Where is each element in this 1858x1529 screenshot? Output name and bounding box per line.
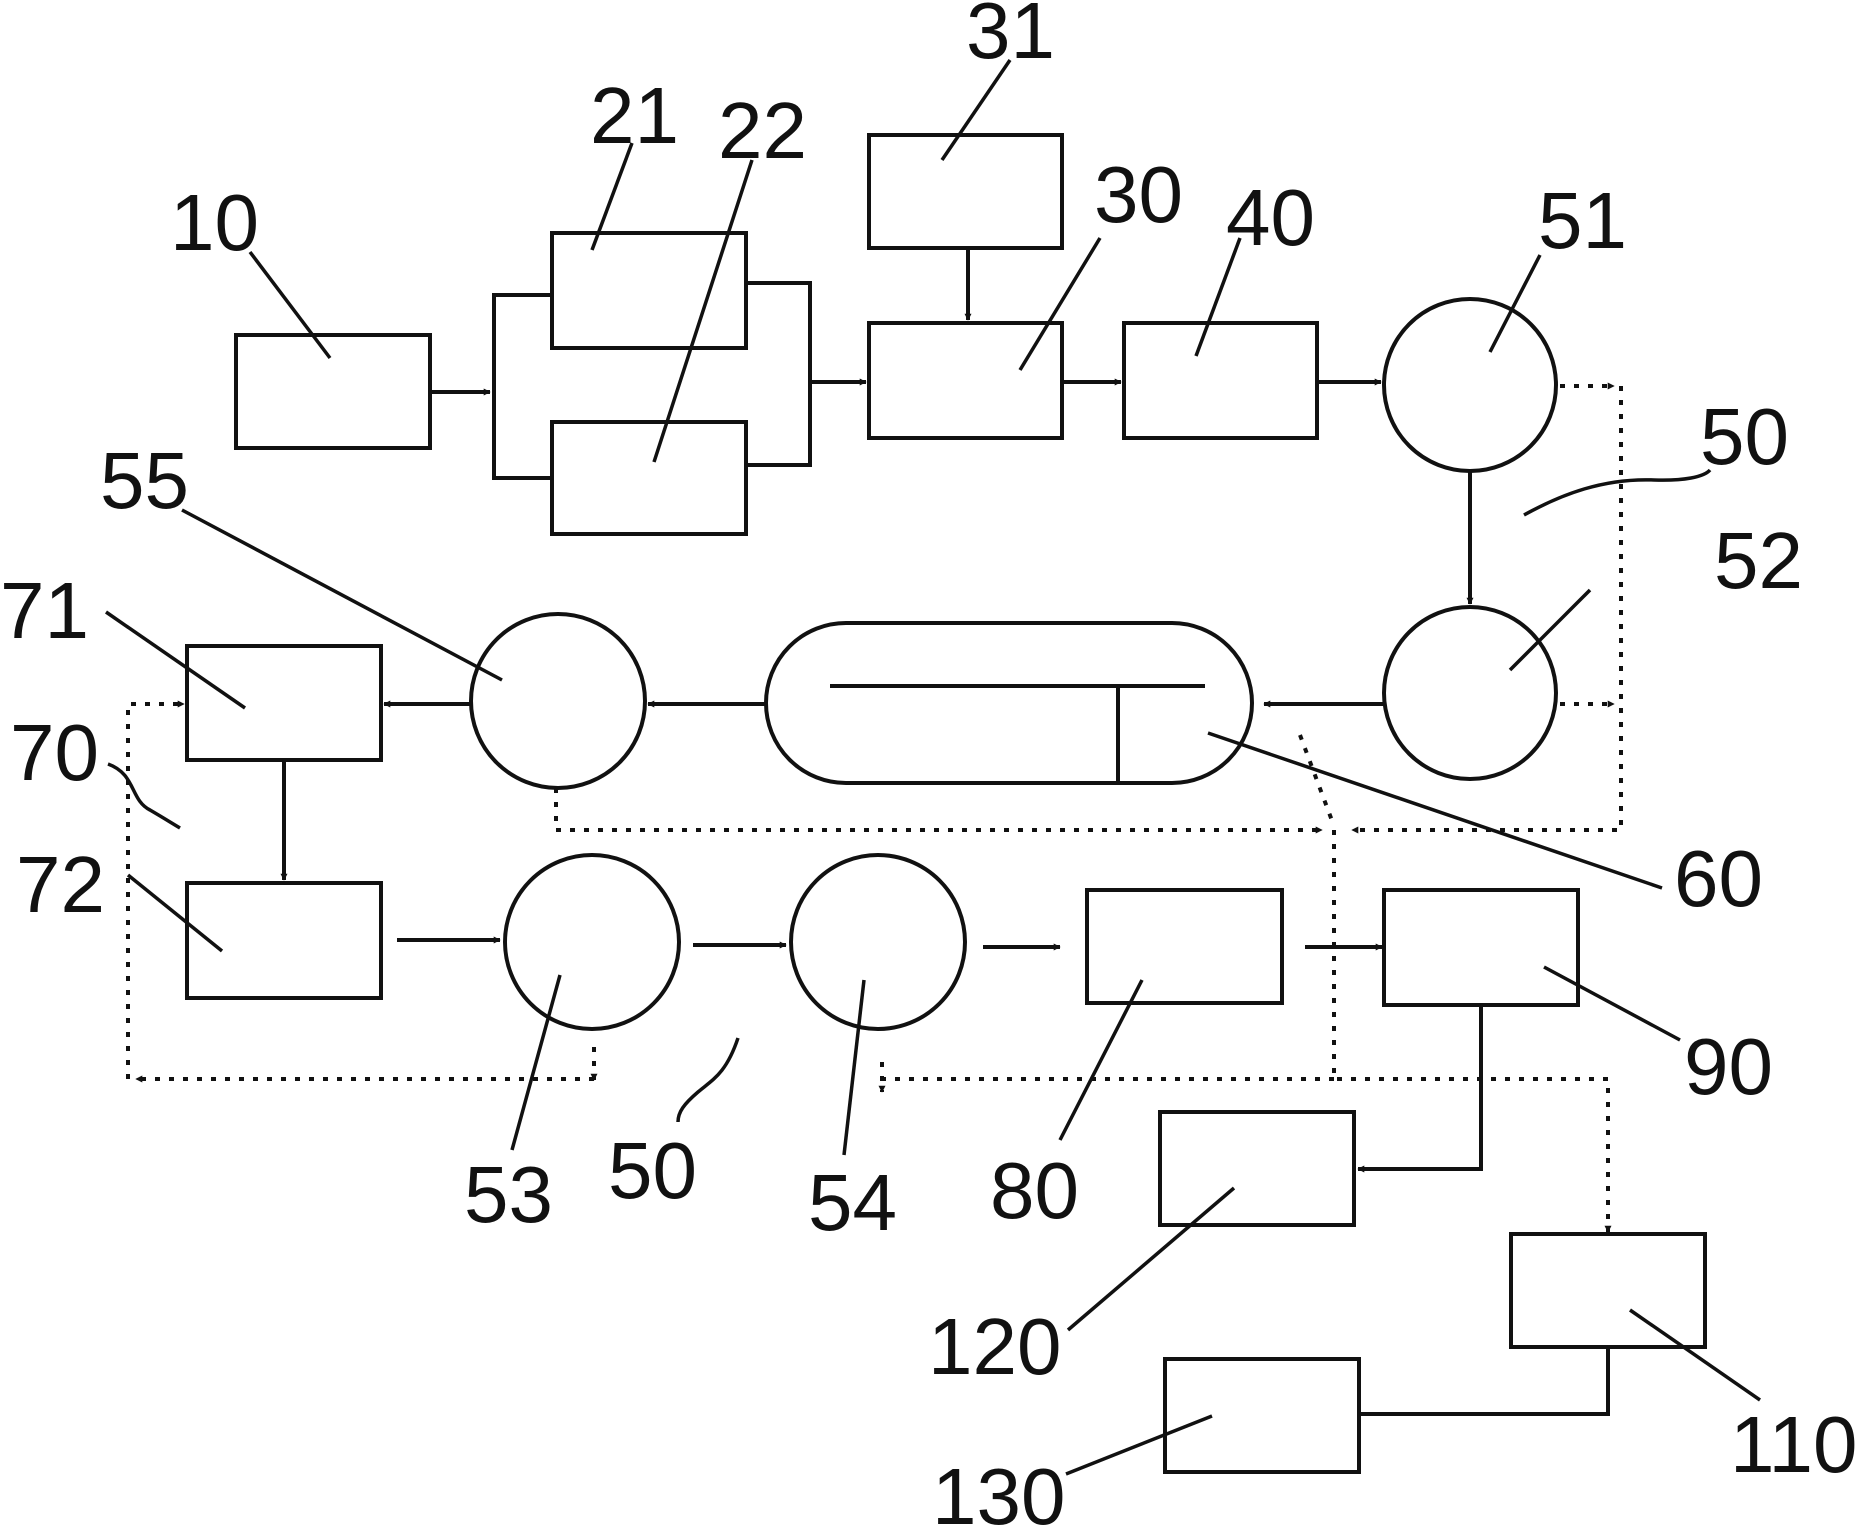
label-54: 54: [808, 1158, 897, 1247]
leader-110: [1629, 1308, 1761, 1402]
label-52: 52: [1714, 516, 1803, 605]
circle-53: [503, 853, 681, 1031]
block-130: [1163, 1357, 1361, 1474]
capsule-60: [764, 621, 1254, 785]
label-22: 22: [718, 86, 807, 175]
leader-53: [510, 974, 562, 1151]
leader-51: [1488, 254, 1542, 353]
line-110-to-130: [1359, 1347, 1610, 1416]
label-60: 60: [1674, 834, 1763, 923]
leader-52: [1508, 588, 1592, 672]
leader-60: [1207, 731, 1663, 890]
dotted-left-bus: [126, 700, 185, 1079]
circle-51: [1382, 297, 1558, 473]
block-30: [867, 321, 1064, 440]
label-70: 70: [10, 708, 99, 797]
leader-70: [107, 762, 181, 830]
label-30: 30: [1094, 150, 1183, 239]
leader-10: [248, 250, 332, 360]
leader-50-top: [1523, 468, 1712, 517]
block-40: [1122, 321, 1319, 440]
label-110: 110: [1730, 1400, 1858, 1489]
block-31: [867, 133, 1064, 250]
block-71: [185, 644, 383, 762]
label-50-top: 50: [1700, 392, 1789, 481]
leader-55: [181, 508, 503, 682]
dotted-60-to-junction: [1298, 734, 1336, 827]
circle-52: [1382, 605, 1558, 781]
leader-120: [1066, 1186, 1236, 1332]
label-71: 71: [0, 566, 89, 655]
label-130: 130: [932, 1452, 1065, 1529]
block-72: [185, 881, 383, 1000]
branch-right-bracket: [746, 281, 812, 467]
label-90: 90: [1684, 1022, 1773, 1111]
leader-21: [590, 142, 634, 251]
circle-54: [789, 853, 967, 1031]
block-90: [1382, 888, 1580, 1007]
block-21: [550, 231, 748, 350]
leader-72: [126, 873, 224, 953]
label-50-bottom: 50: [608, 1126, 697, 1215]
block-80: [1085, 888, 1284, 1005]
label-80: 80: [990, 1146, 1079, 1235]
label-21: 21: [590, 71, 679, 160]
label-10: 10: [170, 178, 259, 267]
block-22: [550, 420, 748, 536]
leader-90: [1543, 965, 1681, 1042]
label-72: 72: [16, 840, 105, 929]
arrow-90-to-120: [1357, 1005, 1483, 1173]
leader-22: [652, 159, 754, 463]
leader-40: [1194, 237, 1242, 357]
label-55: 55: [100, 436, 189, 525]
circle-55: [469, 612, 647, 790]
leader-130: [1065, 1414, 1213, 1476]
block-110: [1509, 1232, 1707, 1349]
block-10: [234, 333, 432, 450]
label-31: 31: [966, 0, 1055, 75]
leader-71: [105, 610, 246, 710]
label-40: 40: [1226, 173, 1315, 262]
label-120: 120: [928, 1302, 1061, 1391]
branch-left-bracket: [492, 293, 552, 480]
dotted-55-to-junction: [554, 788, 1323, 834]
block-120: [1158, 1110, 1356, 1227]
label-51: 51: [1538, 176, 1627, 265]
leader-31: [940, 59, 1012, 161]
leader-50-bottom: [676, 1037, 740, 1123]
leader-30: [1018, 237, 1102, 371]
label-53: 53: [464, 1150, 553, 1239]
leader-80: [1058, 979, 1144, 1141]
leader-54: [842, 979, 866, 1156]
